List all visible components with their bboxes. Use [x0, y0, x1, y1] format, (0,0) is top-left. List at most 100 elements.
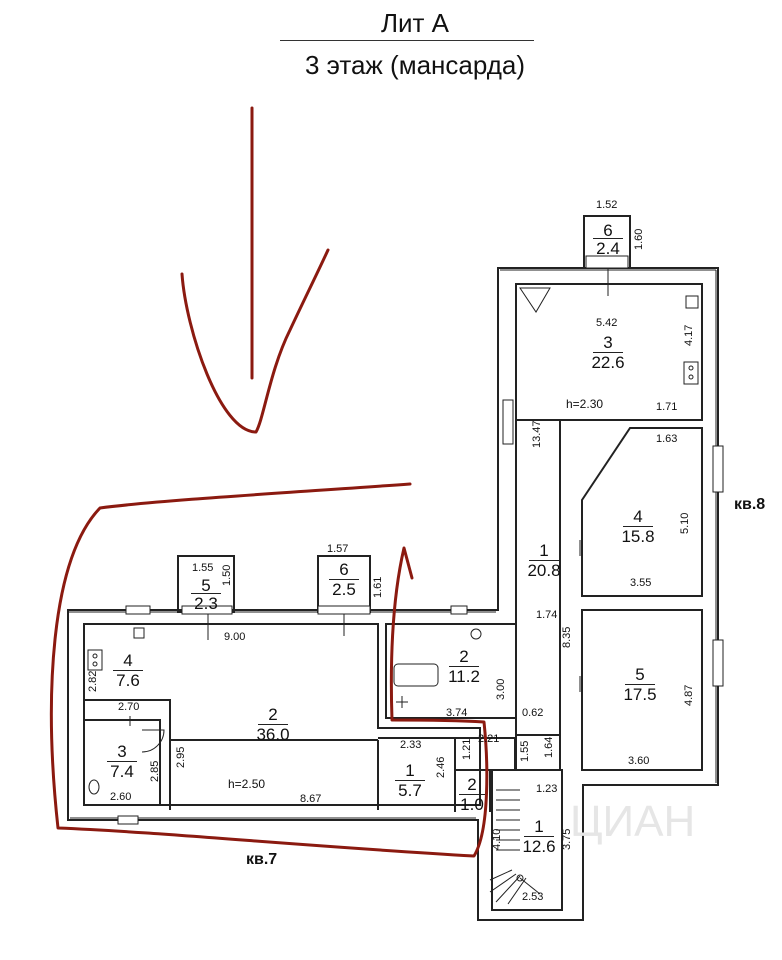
sink-icon-3	[133, 627, 145, 639]
bathtub-icon	[393, 663, 439, 687]
room-divider	[625, 684, 655, 685]
title-divider	[280, 40, 534, 41]
apartment-label-right: кв.8	[734, 496, 766, 513]
dimension-label: 1.55	[519, 740, 531, 762]
dimension-label: 5.42	[596, 317, 618, 329]
dimension-label: 2.33	[400, 739, 422, 751]
room-area: 1.0	[460, 795, 484, 814]
room-area: 36.0	[256, 725, 290, 744]
room-number: 6	[339, 560, 349, 579]
room-area: 22.6	[591, 353, 625, 372]
dimension-label: 3.74	[446, 707, 468, 719]
room-number: 2	[467, 775, 477, 794]
room-divider	[529, 560, 559, 561]
room-area: 12.6	[522, 837, 556, 856]
room-divider	[593, 352, 623, 353]
sink-icon-2	[685, 295, 699, 309]
dimension-label: 1.57	[327, 543, 349, 555]
dimension-label: 4.17	[683, 324, 695, 346]
dimension-label: 8.35	[561, 626, 573, 648]
room-number: 5	[201, 576, 211, 595]
dimension-label: 3.55	[630, 577, 652, 589]
dimension-label: 8.67	[300, 793, 322, 805]
room-divider	[524, 836, 554, 837]
dimension-lines	[129, 268, 609, 726]
room-area: 2.5	[332, 580, 356, 599]
room-divider	[329, 579, 359, 580]
room-area: 5.7	[398, 781, 422, 800]
room-number: 1	[534, 817, 544, 836]
dimension-label: 2.21	[478, 733, 500, 745]
dimension-label: 13.47	[531, 420, 543, 448]
room-number: 5	[635, 665, 645, 684]
dimension-label: 2.46	[435, 756, 447, 778]
dimension-label: 1.64	[543, 736, 555, 758]
room-area: 17.5	[623, 685, 657, 704]
dimension-label: 2.53	[522, 891, 544, 903]
dimension-label: 2.85	[149, 760, 161, 782]
stove-icon	[87, 649, 103, 671]
page-subtitle: 3 этаж (мансарда)	[304, 50, 526, 80]
marker-annotations	[49, 106, 489, 858]
room-area: 7.4	[110, 762, 134, 781]
room-divider	[395, 780, 425, 781]
room-divider	[593, 238, 623, 239]
dimension-label: 4.87	[683, 684, 695, 706]
room-area: 7.6	[116, 671, 140, 690]
room-number: 4	[123, 651, 133, 670]
room-divider	[459, 794, 485, 795]
dimension-label: 1.21	[461, 738, 473, 760]
room-area: 15.8	[621, 527, 655, 546]
room-number: 3	[603, 333, 613, 352]
watermark: ЦИАН	[570, 797, 696, 846]
room-area: 11.2	[448, 667, 480, 686]
dimension-label: 1.60	[633, 228, 645, 250]
room-number: 1	[405, 761, 415, 780]
room-number: 3	[117, 742, 127, 761]
dimension-label: 2.82	[87, 670, 99, 692]
apartment-label-left: кв.7	[246, 851, 278, 868]
room-number: 2	[459, 647, 469, 666]
room-number: 6	[603, 221, 613, 240]
room-number: 2	[268, 705, 278, 724]
room-divider	[107, 761, 137, 762]
dimension-label: 1.55	[192, 562, 214, 574]
room-divider	[258, 724, 288, 725]
windows	[117, 255, 724, 825]
dimension-label: 2.95	[175, 746, 187, 768]
dimension-label: 3.00	[495, 678, 507, 700]
chimney-icon	[519, 287, 551, 313]
arrow-head	[180, 248, 330, 434]
ceiling-height: h=2.30	[566, 397, 604, 411]
room-number: 4	[633, 507, 643, 526]
dimension-label: 1.61	[372, 576, 384, 598]
dimension-label: 5.10	[679, 512, 691, 534]
fixtures	[87, 287, 699, 905]
dimension-label: 1.23	[536, 783, 558, 795]
dimension-label: 0.62	[522, 707, 544, 719]
room-divider	[449, 666, 479, 667]
room-area: 2.3	[194, 594, 218, 613]
dimension-label: 2.70	[118, 701, 140, 713]
stove-icon-2	[683, 361, 699, 385]
dimension-label: 1.74	[536, 609, 558, 621]
dimension-label: 1.52	[596, 199, 618, 211]
dimension-label: 1.63	[656, 433, 678, 445]
dimension-label: 1.50	[221, 564, 233, 586]
room-area: 20.8	[527, 561, 561, 580]
walls	[67, 215, 719, 921]
room-divider	[191, 593, 221, 594]
page-title: Лит А	[380, 8, 450, 38]
room-number: 1	[539, 541, 549, 560]
dimension-label: 1.71	[656, 401, 678, 413]
room-divider	[113, 670, 143, 671]
dimension-label: 3.60	[628, 755, 650, 767]
dimension-label: 4.10	[491, 828, 503, 850]
stairs-icon	[489, 789, 541, 905]
apartment-outline	[49, 482, 489, 858]
toilet-icon	[88, 779, 100, 795]
room-area: 2.4	[596, 239, 620, 258]
room-divider	[623, 526, 653, 527]
ceiling-height: h=2.50	[228, 777, 266, 791]
